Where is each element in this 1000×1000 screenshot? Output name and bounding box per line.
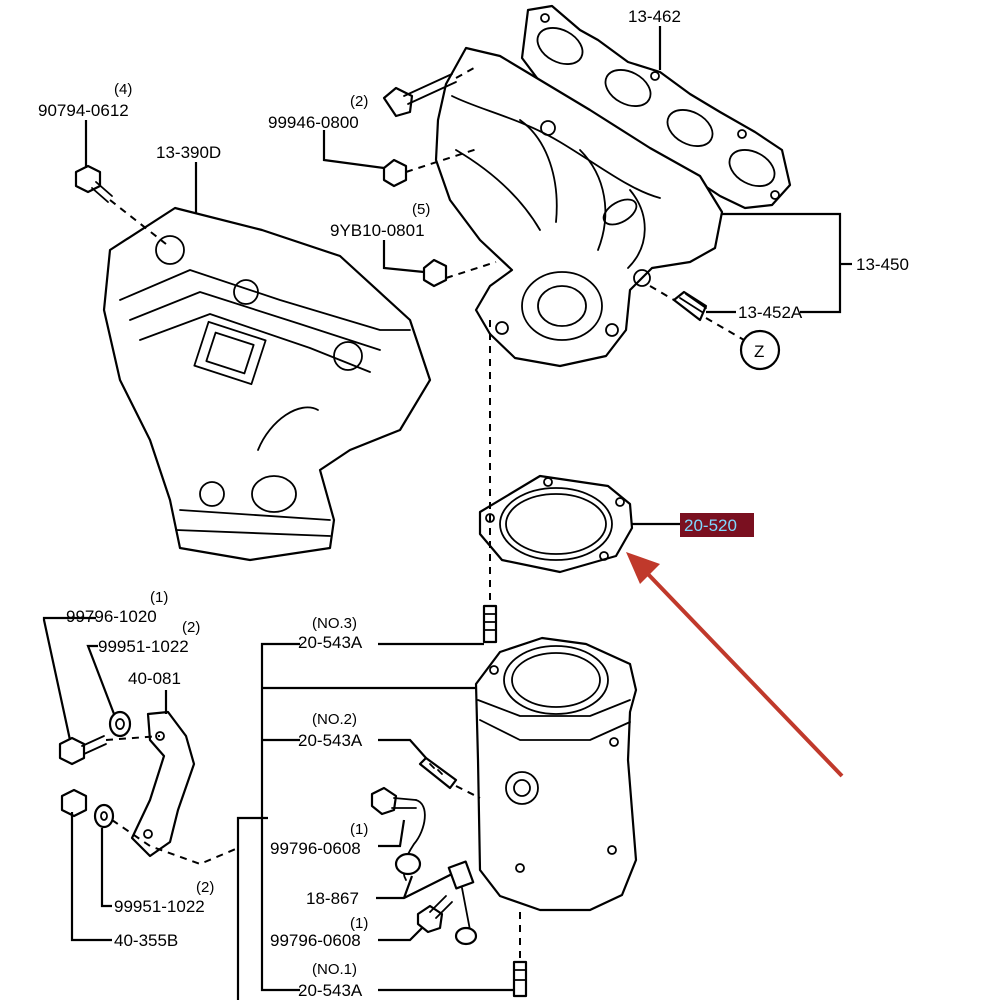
label-90794-0612-qty: (4) (114, 81, 132, 98)
nut-40-355b[interactable] (60, 788, 88, 818)
washer-99951-1022-upper[interactable] (108, 710, 132, 738)
label-9yb10-0801-qty: (5) (412, 201, 430, 218)
label-13-452a: 13-452A (738, 303, 803, 322)
bracket-40-081[interactable] (130, 710, 196, 858)
label-99796-0608-lower: 99796-0608 (270, 931, 361, 950)
bolt-99796-0608-lower[interactable] (416, 895, 453, 934)
washer-99951-1022-lower[interactable] (93, 803, 115, 829)
label-99951-1022-lower: 99951-1022 (114, 897, 205, 916)
label-13-462: 13-462 (628, 7, 681, 26)
label-no1: (NO.1) (312, 961, 357, 978)
stud-13-452a[interactable] (672, 290, 708, 322)
label-99946-0800-qty: (2) (350, 93, 368, 110)
label-callout-z: Z (754, 342, 764, 361)
label-13-450: 13-450 (856, 255, 909, 274)
label-13-390d: 13-390D (156, 143, 221, 162)
nut-99946-0800[interactable] (382, 158, 408, 188)
label-99796-0608-upper-qty: (1) (350, 821, 368, 838)
label-99796-0608-upper: 99796-0608 (270, 839, 361, 858)
o2-sensor-bracket[interactable] (394, 799, 478, 946)
stud-20-543a-no2[interactable] (418, 756, 458, 790)
label-20-543a-no2: 20-543A (298, 731, 363, 750)
label-no2: (NO.2) (312, 711, 357, 728)
label-99796-1020: 99796-1020 (66, 607, 157, 626)
catalyst-gasket-20-520[interactable] (478, 474, 634, 574)
label-40-355b: 40-355B (114, 931, 178, 950)
label-20-520[interactable]: 20-520 (684, 516, 737, 535)
stud-20-543a-no3[interactable] (482, 604, 498, 644)
heat-shield-13-390d[interactable] (102, 206, 432, 562)
bolt-99946-0800[interactable] (382, 73, 457, 118)
label-99951-1022-upper-qty: (2) (182, 619, 200, 636)
exhaust-manifold-13-450[interactable] (434, 46, 724, 368)
label-99796-0608-lower-qty: (1) (350, 915, 368, 932)
nut-9yb10-0801[interactable] (422, 258, 448, 288)
bolt-99796-1020[interactable] (58, 735, 107, 766)
label-99951-1022-upper: 99951-1022 (98, 637, 189, 656)
label-9yb10-0801: 9YB10-0801 (330, 221, 425, 240)
highlighted-part-label[interactable] (680, 513, 754, 537)
label-99951-1022-lower-qty: (2) (196, 879, 214, 896)
label-20-543a-no3: 20-543A (298, 633, 363, 652)
stud-20-543a-no1[interactable] (512, 960, 528, 998)
label-20-543a-no1: 20-543A (298, 981, 363, 1000)
label-no3: (NO.3) (312, 615, 357, 632)
red-pointer-arrow (626, 552, 844, 778)
label-99946-0800: 99946-0800 (268, 113, 359, 132)
label-18-867: 18-867 (306, 889, 359, 908)
catalytic-converter[interactable] (474, 636, 638, 912)
label-90794-0612: 90794-0612 (38, 101, 129, 120)
bolt-99796-0608-upper[interactable] (370, 786, 417, 816)
bolt-90794-0612[interactable] (74, 164, 113, 203)
label-40-081: 40-081 (128, 669, 181, 688)
callout-z-circle[interactable] (739, 329, 781, 371)
label-99796-1020-qty: (1) (150, 589, 168, 606)
